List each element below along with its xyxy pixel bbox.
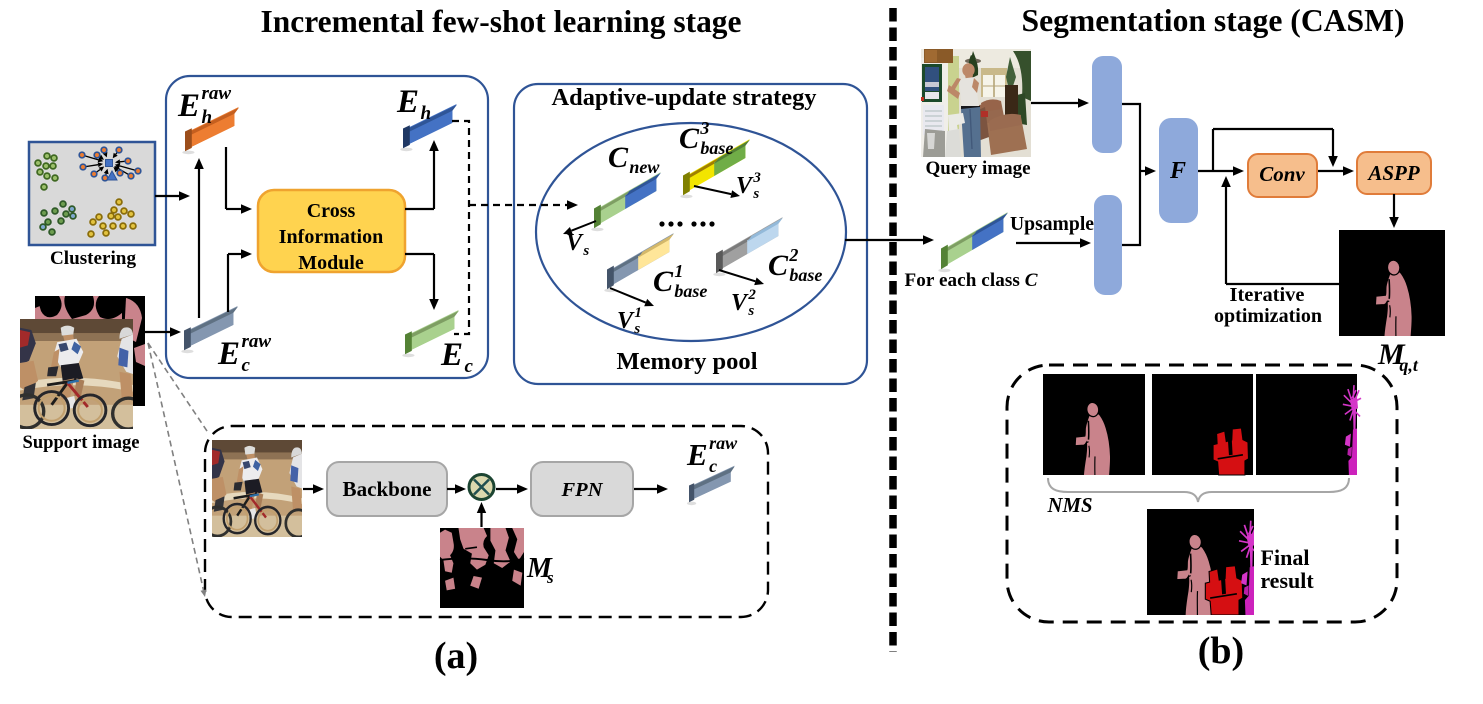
svg-text:Final: Final	[1261, 545, 1310, 570]
svg-text:3: 3	[752, 170, 761, 186]
svg-text:Incremental few-shot learning: Incremental few-shot learning stage	[261, 4, 742, 39]
svg-text:optimization: optimization	[1214, 305, 1322, 327]
svg-text:Information: Information	[279, 226, 383, 248]
svg-text:Backbone: Backbone	[343, 477, 432, 501]
svg-text:h: h	[201, 107, 212, 128]
svg-text:FPN: FPN	[561, 479, 604, 501]
svg-text:c: c	[241, 355, 250, 376]
svg-text:1: 1	[634, 305, 642, 321]
svg-text:V: V	[736, 173, 754, 199]
svg-text:s: s	[582, 243, 589, 259]
svg-text:Support image: Support image	[23, 432, 140, 453]
svg-text:h: h	[420, 103, 431, 124]
svg-text:s: s	[747, 303, 754, 319]
svg-text:q,t: q,t	[1399, 355, 1419, 375]
svg-text:Module: Module	[298, 252, 364, 274]
svg-text:(b): (b)	[1198, 630, 1244, 672]
svg-text:new: new	[629, 157, 660, 177]
svg-text:E: E	[177, 88, 200, 124]
svg-text:c: c	[464, 356, 473, 377]
svg-text:F: F	[1169, 158, 1186, 184]
svg-text:base: base	[700, 138, 733, 158]
svg-text:s: s	[546, 568, 554, 587]
svg-text:s: s	[752, 186, 759, 202]
svg-text:E: E	[440, 337, 463, 373]
svg-text:raw: raw	[709, 433, 738, 453]
svg-text:1: 1	[674, 261, 683, 281]
svg-text:base: base	[674, 281, 707, 301]
svg-text:C: C	[679, 122, 700, 155]
svg-text:(a): (a)	[434, 635, 478, 677]
svg-text:V: V	[617, 308, 635, 334]
svg-text:E: E	[396, 84, 419, 120]
svg-text:Clustering: Clustering	[50, 248, 136, 269]
svg-text:c: c	[709, 456, 717, 476]
svg-text:3: 3	[699, 118, 709, 138]
svg-text:For each class C: For each class C	[905, 270, 1038, 291]
svg-text:C: C	[608, 141, 629, 174]
svg-text:C: C	[768, 249, 789, 282]
svg-text:raw: raw	[201, 83, 231, 104]
svg-text:NMS: NMS	[1047, 495, 1093, 517]
svg-text:E: E	[217, 336, 240, 372]
svg-text:Cross: Cross	[307, 200, 356, 222]
svg-text:V: V	[731, 290, 749, 316]
svg-text:s: s	[633, 321, 640, 337]
svg-text:Iterative: Iterative	[1230, 284, 1305, 306]
svg-text:2: 2	[747, 287, 756, 303]
svg-text:base: base	[789, 265, 822, 285]
svg-text:M: M	[526, 553, 553, 584]
svg-text:Conv: Conv	[1259, 162, 1305, 186]
svg-text:V: V	[566, 230, 584, 256]
svg-text:Query image: Query image	[926, 158, 1031, 179]
svg-text:Memory pool: Memory pool	[617, 348, 758, 375]
svg-text:E: E	[686, 437, 708, 472]
svg-text:2: 2	[788, 245, 798, 265]
svg-text:result: result	[1260, 568, 1314, 593]
svg-text:C: C	[653, 265, 674, 298]
svg-text:M: M	[1377, 338, 1406, 371]
svg-text:Upsample: Upsample	[1010, 214, 1094, 235]
svg-text:Segmentation stage (CASM): Segmentation stage (CASM)	[1022, 3, 1405, 38]
svg-text:Adaptive-update strategy: Adaptive-update strategy	[552, 84, 817, 111]
svg-text:ASPP: ASPP	[1366, 161, 1420, 185]
svg-text:raw: raw	[241, 331, 271, 352]
